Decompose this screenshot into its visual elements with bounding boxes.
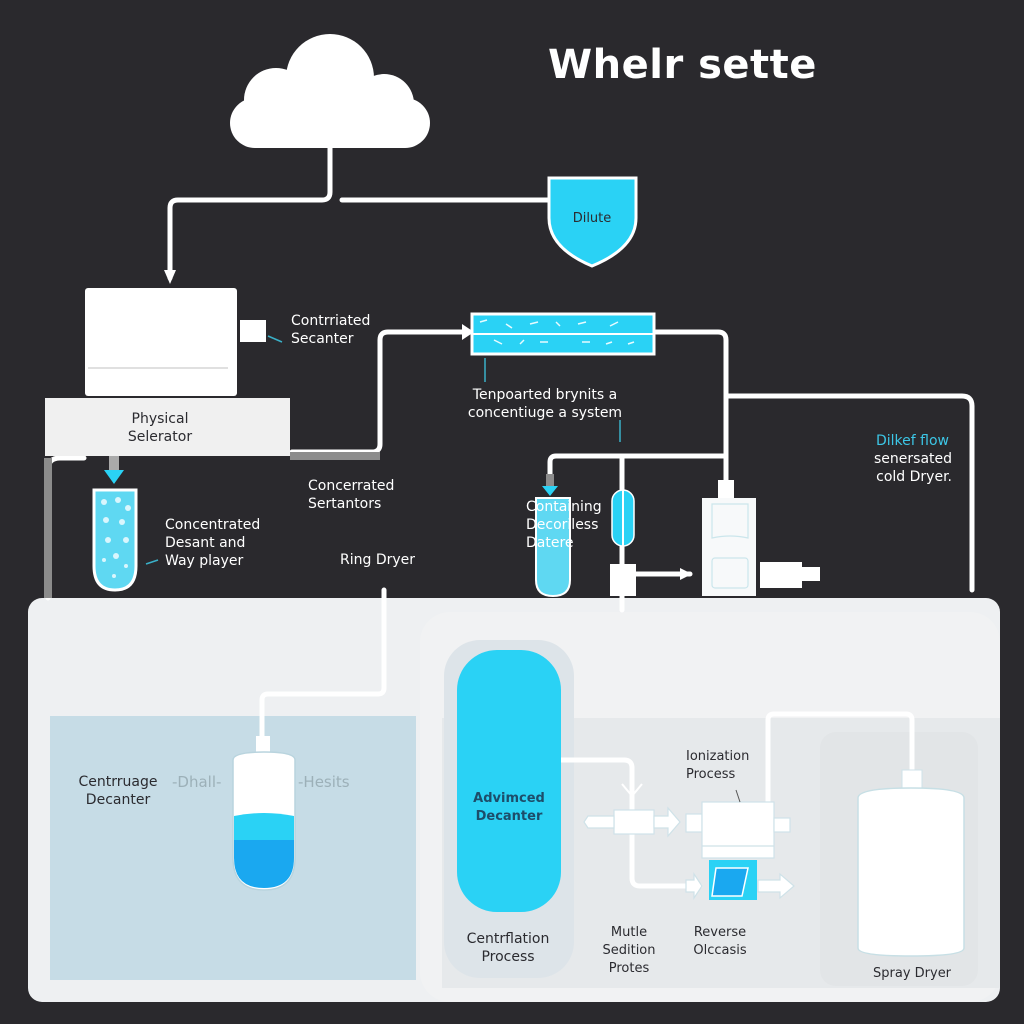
ring-dryer-label: Ring Dryer [340,552,416,568]
ionization-label: Ionization Process [686,749,750,782]
test-tube-icon [535,497,571,598]
spray-dryer-label: Spray Dryer [873,966,952,981]
reverse-osmosis-label: Reverse Olccasis [693,925,747,958]
selector-base [45,398,290,456]
selector-base-label: Physical Selerator [127,411,193,445]
ionization-to-spray-pipe [765,711,915,811]
tank-icon [702,498,756,596]
test-tube-label: Concentrated Desant and Way player [165,517,261,569]
filter-caption: Tenpoarted brynits a concentiuge a syste… [467,387,623,421]
arrow-icon [462,324,474,340]
centrifuge-decanter-label: Centrruage Decanter [78,774,158,808]
flow-highlight-label: Dilkef flow [876,433,949,449]
separator-machine [85,288,237,396]
arrow-icon [542,486,558,496]
drain-arrow-label: -Dhall- [172,773,222,791]
centrifugation-label: Centrflation Process [466,931,550,965]
left-return-pipe [45,455,87,601]
arrow-icon [164,270,176,284]
tube-feed-pipe [547,453,729,493]
shield-icon [547,176,638,268]
hesits-arrow-label: -Hesits [298,773,350,791]
cloud-pipe [167,137,333,281]
ring-dryer-pipe [259,587,387,743]
concentrated-separators-label: Concerrated Sertantors [308,478,395,512]
tank-outlet [760,562,802,588]
containing-label: Containing Decoriless Datere [526,499,602,551]
machine-outlet [240,320,266,342]
cloud-icon [230,34,430,148]
page-title: Whelr sette [548,42,817,88]
advanced-decanter-tank [457,650,561,912]
machine-label: Contrriated Secanter [291,313,371,347]
cylinder-icon [857,787,965,957]
advanced-decanter-label: Advimced Decanter [473,791,545,824]
dryer-loop-pipe [723,393,975,593]
shield-label: Dilute [572,211,612,226]
flow-label: senersated cold Dryer. [874,451,953,485]
filter-to-tank-pipe [653,329,729,493]
arrow-icon [680,568,692,580]
valve-box [610,564,636,596]
arrow-icon [104,470,124,484]
multi-sedition-label: Mutle Sedition Protes [602,925,656,976]
selector-to-filter-pipe [289,329,473,455]
